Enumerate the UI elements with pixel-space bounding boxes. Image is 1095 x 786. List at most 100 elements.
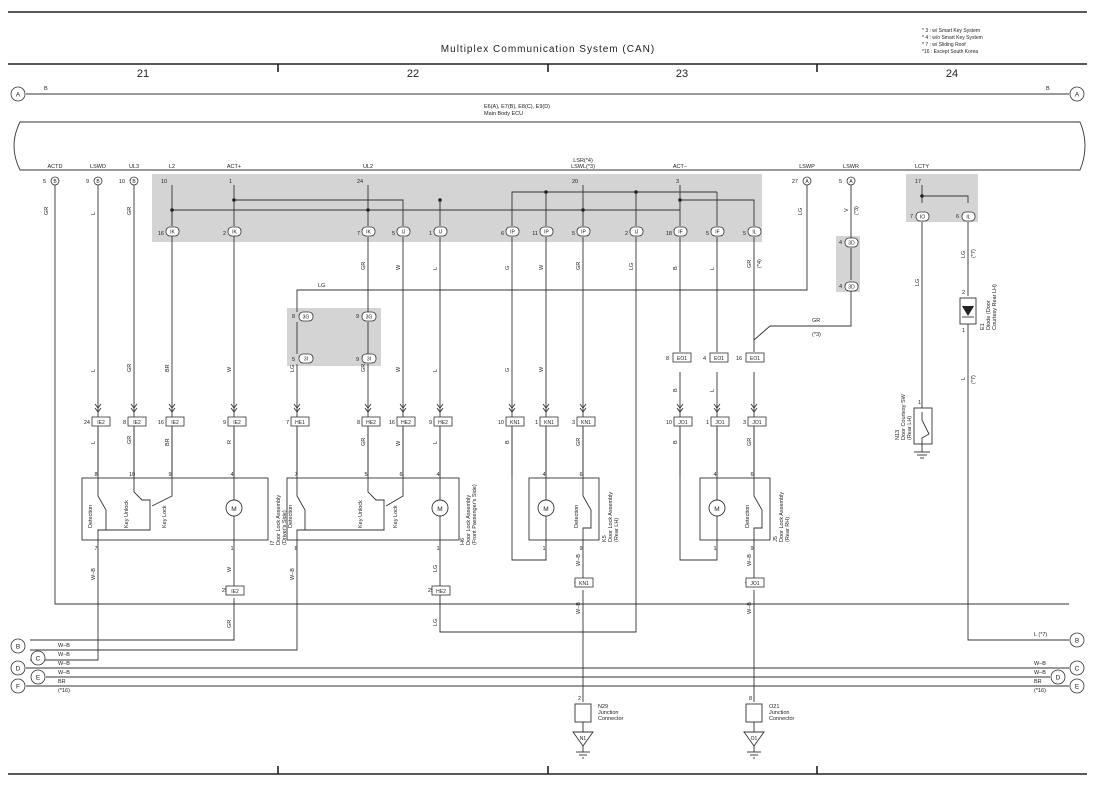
terminal-name: ACT+ (227, 164, 241, 170)
wire-color: LG (433, 565, 439, 572)
pin-number: 7 (910, 214, 913, 220)
wire-color: L (710, 267, 716, 270)
motor-label: M (231, 506, 236, 513)
component-name: Door Lock Assembly (608, 492, 614, 542)
bus-letter: C (36, 656, 41, 663)
wires-below-locks: W–B W 25 IE2 GR W–B LG 25 HE2 LG W–B 4 K… (30, 540, 765, 702)
component-sub: Connector (769, 716, 795, 722)
component-name: Door Courtesy SW (901, 393, 907, 440)
pin-conn: B (132, 179, 136, 185)
pin-number: 5 (364, 472, 367, 478)
component-id: K5 (602, 535, 608, 542)
column-number: 23 (676, 68, 688, 80)
pin-number: 7 (94, 546, 97, 552)
pin-number: 27 (792, 179, 798, 185)
wire-color: GR (361, 262, 367, 270)
pin-conn: IP (544, 230, 549, 236)
wire-color: W–B (58, 670, 70, 676)
pin-conn: IO (920, 215, 925, 221)
buses-lower: B C D E F W–B W–B W–B W–B BR (*16) B C D… (10, 632, 1085, 694)
component-id: O21 (769, 704, 779, 710)
wire-color: GR (361, 364, 367, 372)
switch-label: Detection (574, 505, 580, 528)
pin-conn: EO1 (750, 356, 760, 362)
pin-number: 2 (578, 696, 581, 702)
junction-n29: 2 N1 N29 Junction Connector (572, 696, 624, 759)
component-id: N13 (895, 430, 901, 440)
pin-conn: B (96, 179, 100, 185)
wire-color: L (91, 441, 97, 444)
wire-color: BR (58, 679, 66, 685)
pin-conn: IK (170, 230, 175, 236)
pin-number: 6 (501, 231, 504, 237)
connector-pin: 11 IP (532, 226, 554, 237)
pin-conn: 3D (848, 241, 855, 247)
ecu-terminals: ACTD LSWD UL3 L2 ACT+ UL2 LSR(*4) LSWL(*… (48, 158, 930, 170)
component-sub: Connector (598, 716, 624, 722)
terminal-name: L2 (169, 164, 175, 170)
door-lock-i7: 8 10 9 4 7 1 M Detection Key Unlock Key … (81, 472, 288, 552)
wire-color: W (539, 264, 545, 270)
pin-conn: KN1 (581, 420, 591, 426)
component-sub: (Front Passenger's Side) (472, 484, 478, 545)
bus-letter: D (16, 666, 21, 673)
bus-letter: F (16, 684, 20, 691)
pin-conn: IJ (635, 230, 639, 236)
bus-letter: A (16, 92, 21, 99)
pin-number: 6 (750, 472, 753, 478)
pin-number: 6 (956, 214, 959, 220)
wire-note: (*3) (854, 206, 860, 215)
pin-conn: 3I (304, 357, 308, 363)
pin-number: 20 (572, 179, 578, 185)
wire-color: L (433, 267, 439, 270)
component-id: I7 (270, 540, 276, 545)
wire-color: B (505, 440, 511, 444)
bus-letter: A (1075, 92, 1080, 99)
note: * 3 : w/ Smart Key System (922, 28, 980, 34)
wire-color: GR (812, 318, 820, 324)
door-lock-k5: 4 6 1 9 M Detection K5 Door Lock Assembl… (528, 472, 620, 552)
pin-conn: EO1 (714, 356, 724, 362)
wire-color: LG (961, 251, 967, 258)
pin-number: 1 (535, 420, 538, 426)
wire-color: GR (576, 438, 582, 446)
pin-conn: A (849, 179, 853, 185)
wire-color: L (961, 377, 967, 380)
switch-label: Key Unlock (124, 500, 130, 528)
pin-conn: IF (715, 230, 719, 236)
terminal-name: UL3 (129, 164, 139, 170)
ground-id: O1 (751, 736, 758, 742)
pin-conn: IP (581, 230, 586, 236)
component-sub: Courtesy Rear LH) (992, 284, 998, 330)
wire-color: GR (747, 260, 753, 268)
wire-color: LG (915, 279, 921, 286)
terminal-name: LSWP (799, 164, 815, 170)
wire-color: W (227, 366, 233, 372)
pin-conn: IJ (402, 230, 406, 236)
motor-label: M (543, 506, 548, 513)
pin-conn: 3G (366, 315, 373, 321)
pin-conn: IL (752, 230, 756, 236)
note: * 4 : w/o Smart Key System (922, 35, 983, 41)
wire-color: LG (318, 283, 325, 289)
pin-conn: HE2 (366, 420, 376, 426)
terminal-name: LSWD (90, 164, 106, 170)
pin-number: 11 (532, 231, 538, 237)
pin-number: 2 (223, 231, 226, 237)
wire-color: W–B (576, 602, 582, 614)
pin-number: 9 (356, 314, 359, 320)
motor-label: M (437, 506, 442, 513)
pin-number: 9 (429, 420, 432, 426)
wire-color: L (710, 389, 716, 392)
column-number: 24 (946, 68, 958, 80)
pin-number: 4 (542, 472, 545, 478)
terminal-name: ACT− (673, 164, 687, 170)
pin-number: 1 (918, 400, 921, 406)
pin-conn: 3D (848, 285, 855, 291)
wire-color: B (673, 388, 679, 392)
bus-a: A A B B (10, 86, 1085, 102)
pin-number: 18 (666, 231, 672, 237)
wire-color: BR (1034, 679, 1042, 685)
